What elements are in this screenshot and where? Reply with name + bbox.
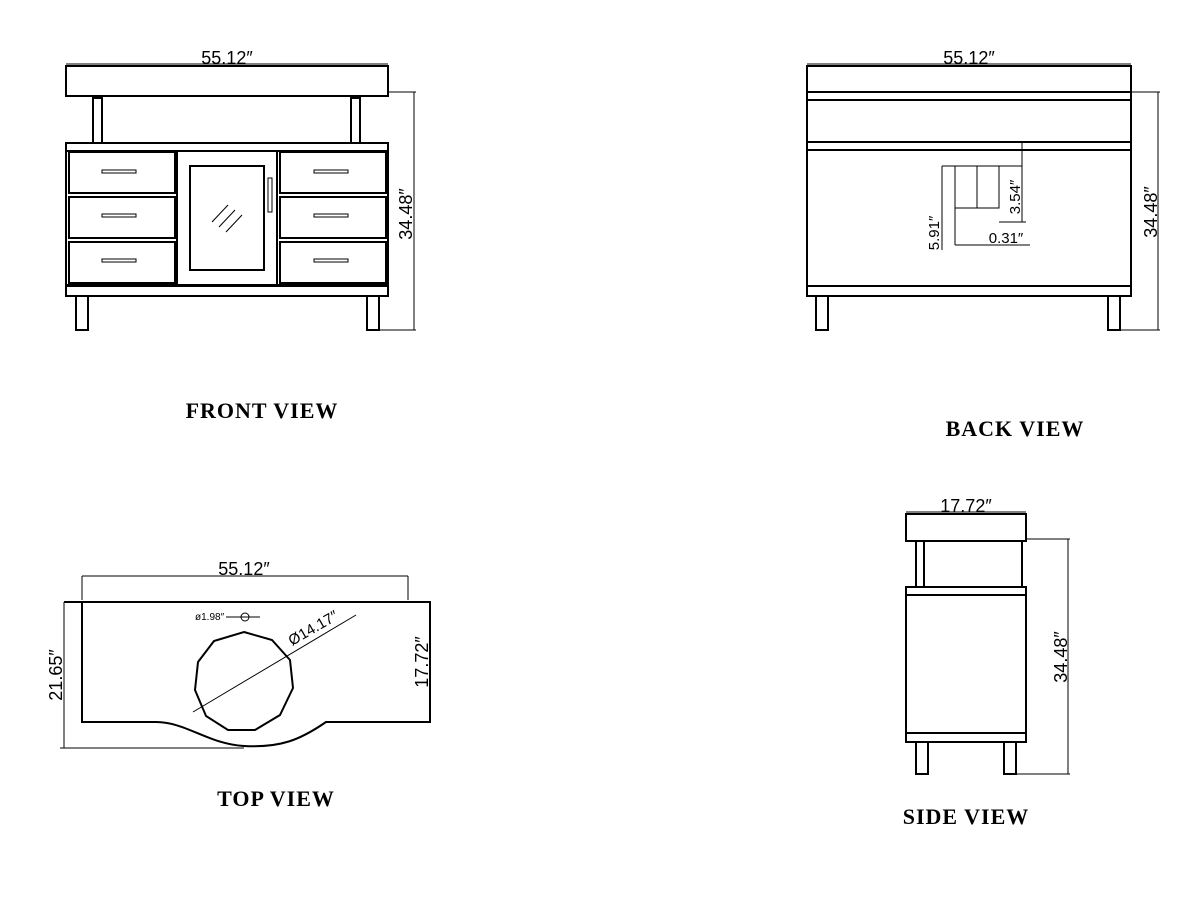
top-view: 55.12″ 21.65″ 17.72″ Ø14.17″ ø1.98″ TOP … <box>46 559 432 811</box>
front-glass-door <box>189 165 265 271</box>
front-left-post <box>92 97 103 144</box>
top-view-caption: TOP VIEW <box>217 786 335 811</box>
front-right-drawer-1 <box>279 151 387 194</box>
back-left-leg <box>815 295 829 331</box>
back-cutout-height-label: 3.54″ <box>1007 179 1024 214</box>
side-countertop <box>905 513 1027 542</box>
side-height-label: 34.48″ <box>1051 631 1071 683</box>
top-bowl-diameter-line <box>192 614 357 713</box>
top-drain-circle <box>240 612 250 622</box>
front-height-label: 34.48″ <box>396 188 416 240</box>
back-height-label: 34.48″ <box>1141 186 1161 238</box>
back-top-rail <box>806 141 1132 151</box>
front-right-handle-1 <box>313 169 349 174</box>
front-base-rail <box>65 285 389 297</box>
side-front-leg <box>915 741 929 775</box>
top-drain-label: ø1.98″ <box>195 612 225 623</box>
cutout-box-right <box>976 165 1000 209</box>
front-right-post <box>350 97 361 144</box>
top-bowl-outline <box>193 630 295 731</box>
glass-reflection-1 <box>211 204 229 223</box>
side-front-post <box>915 540 925 588</box>
back-view: 55.12″ 3.54″ 5.91″ 0.31″ 34.48″ BACK VIE… <box>806 48 1161 441</box>
front-view-caption: FRONT VIEW <box>186 398 339 423</box>
front-countertop <box>65 65 389 97</box>
back-cutout-gap-label: 0.31″ <box>989 230 1024 247</box>
top-countertop-outline <box>64 601 431 748</box>
side-depth-label: 17.72″ <box>940 496 992 516</box>
front-right-drawer-3 <box>279 241 387 284</box>
back-base-rail <box>806 285 1132 297</box>
front-width-label: 55.12″ <box>201 48 253 68</box>
front-right-drawer-2 <box>279 196 387 239</box>
front-left-handle-1 <box>101 169 137 174</box>
front-door-handle <box>267 177 273 213</box>
back-width-label: 55.12″ <box>943 48 995 68</box>
front-right-handle-3 <box>313 258 349 263</box>
front-cabinet-top-rail <box>65 142 389 152</box>
side-view: 17.72″ 34.48″ SIDE VIEW <box>903 496 1071 829</box>
back-right-leg <box>1107 295 1121 331</box>
side-view-caption: SIDE VIEW <box>903 804 1030 829</box>
back-cabinet-body <box>806 149 1132 287</box>
front-left-drawer-2 <box>68 196 176 239</box>
back-view-caption: BACK VIEW <box>946 416 1085 441</box>
front-left-handle-3 <box>101 258 137 263</box>
glass-reflection-3 <box>225 214 243 233</box>
side-cabinet-body <box>905 586 1027 734</box>
front-left-drawer-1 <box>68 151 176 194</box>
front-left-leg <box>75 295 89 331</box>
top-width-label: 55.12″ <box>218 559 270 579</box>
back-countertop <box>806 65 1132 93</box>
front-left-handle-2 <box>101 213 137 218</box>
top-left-depth-label: 21.65″ <box>46 649 66 701</box>
back-cutout-offset-label: 5.91″ <box>926 215 943 250</box>
front-left-drawer-3 <box>68 241 176 284</box>
front-view: 55.12″ <box>65 48 416 423</box>
cutout-box-left <box>954 165 978 209</box>
side-back-leg <box>1003 741 1017 775</box>
glass-reflection-2 <box>218 209 236 228</box>
top-right-depth-label: 17.72″ <box>412 636 432 688</box>
side-base-rail <box>905 732 1027 743</box>
front-right-leg <box>366 295 380 331</box>
front-right-handle-2 <box>313 213 349 218</box>
